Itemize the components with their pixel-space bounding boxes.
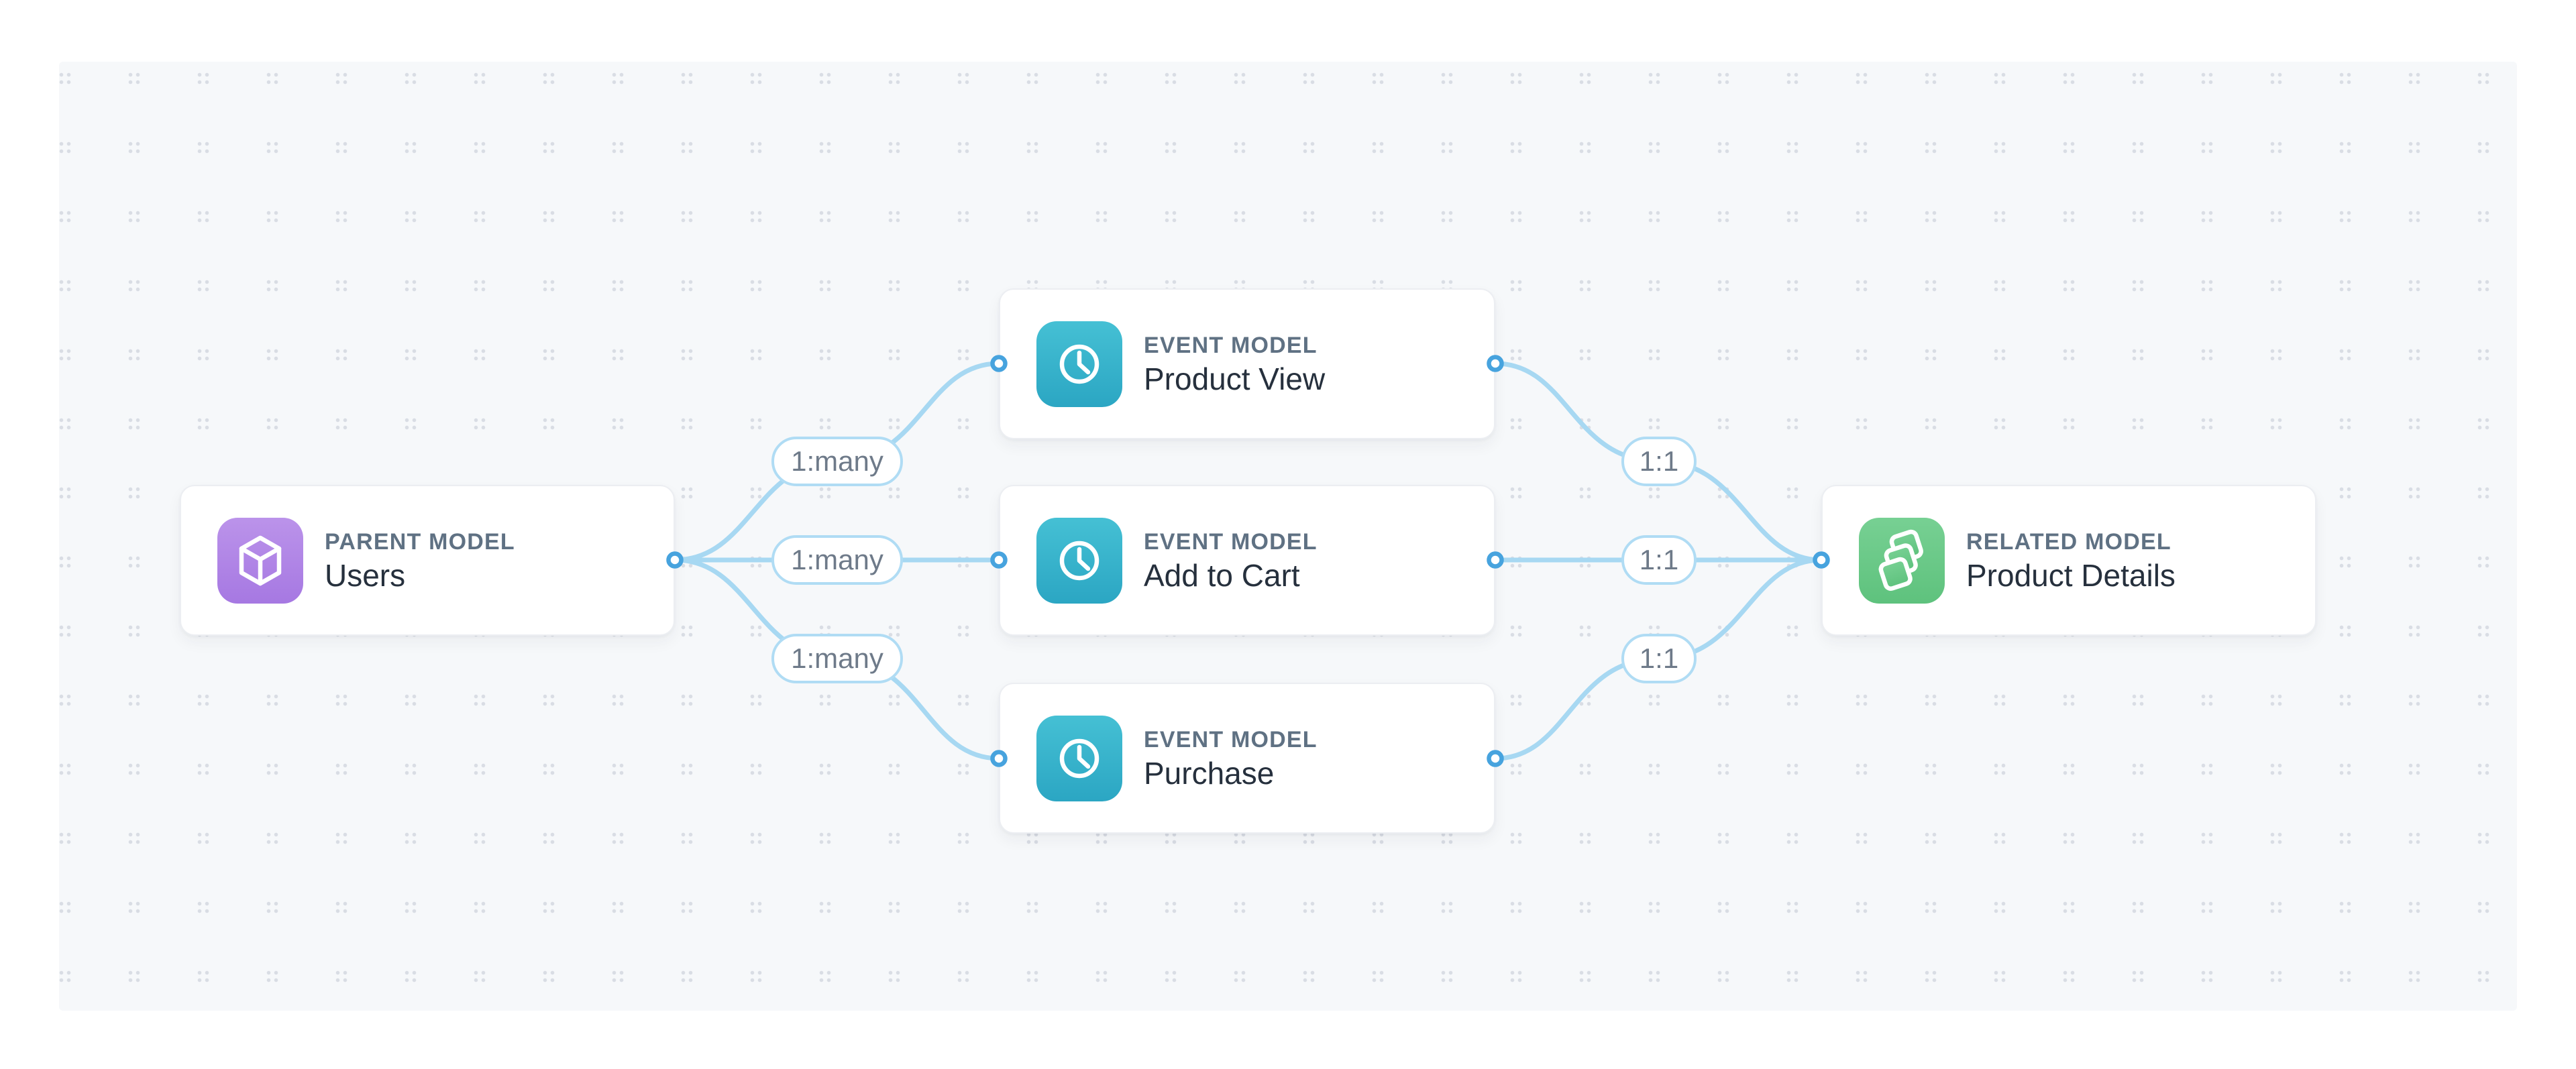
edge-label-add-to-cart-product-details: 1:1 bbox=[1621, 535, 1697, 585]
edge-label-users-purchase: 1:many bbox=[771, 634, 903, 683]
node-product-view[interactable]: EVENT MODEL Product View bbox=[999, 288, 1495, 439]
node-name: Product View bbox=[1144, 361, 1326, 396]
node-purchase[interactable]: EVENT MODEL Purchase bbox=[999, 683, 1495, 834]
edge-label-users-add-to-cart: 1:many bbox=[771, 535, 903, 585]
edge-label-users-product-view: 1:many bbox=[771, 437, 903, 486]
clock-icon bbox=[1036, 321, 1122, 407]
cube-icon bbox=[217, 517, 303, 604]
node-type-label: EVENT MODEL bbox=[1144, 528, 1318, 555]
node-name: Product Details bbox=[1966, 557, 2176, 593]
node-type-label: EVENT MODEL bbox=[1144, 726, 1318, 752]
node-name: Purchase bbox=[1144, 755, 1275, 791]
node-type-label: EVENT MODEL bbox=[1144, 332, 1318, 358]
node-users[interactable]: PARENT MODEL Users bbox=[180, 485, 675, 636]
edge-label-product-view-product-details: 1:1 bbox=[1621, 437, 1697, 486]
node-product-details[interactable]: RELATED MODEL Product Details bbox=[1821, 485, 2316, 636]
model-graph-canvas[interactable]: PARENT MODEL Users EVENT MODEL Product V… bbox=[59, 62, 2517, 1011]
edge-label-purchase-product-details: 1:1 bbox=[1621, 634, 1697, 683]
clock-icon bbox=[1036, 517, 1122, 604]
layers-icon bbox=[1859, 517, 1945, 604]
node-add-to-cart[interactable]: EVENT MODEL Add to Cart bbox=[999, 485, 1495, 636]
clock-icon bbox=[1036, 715, 1122, 801]
node-type-label: PARENT MODEL bbox=[325, 528, 515, 555]
node-type-label: RELATED MODEL bbox=[1966, 528, 2171, 555]
node-name: Users bbox=[325, 557, 406, 593]
node-name: Add to Cart bbox=[1144, 557, 1300, 593]
